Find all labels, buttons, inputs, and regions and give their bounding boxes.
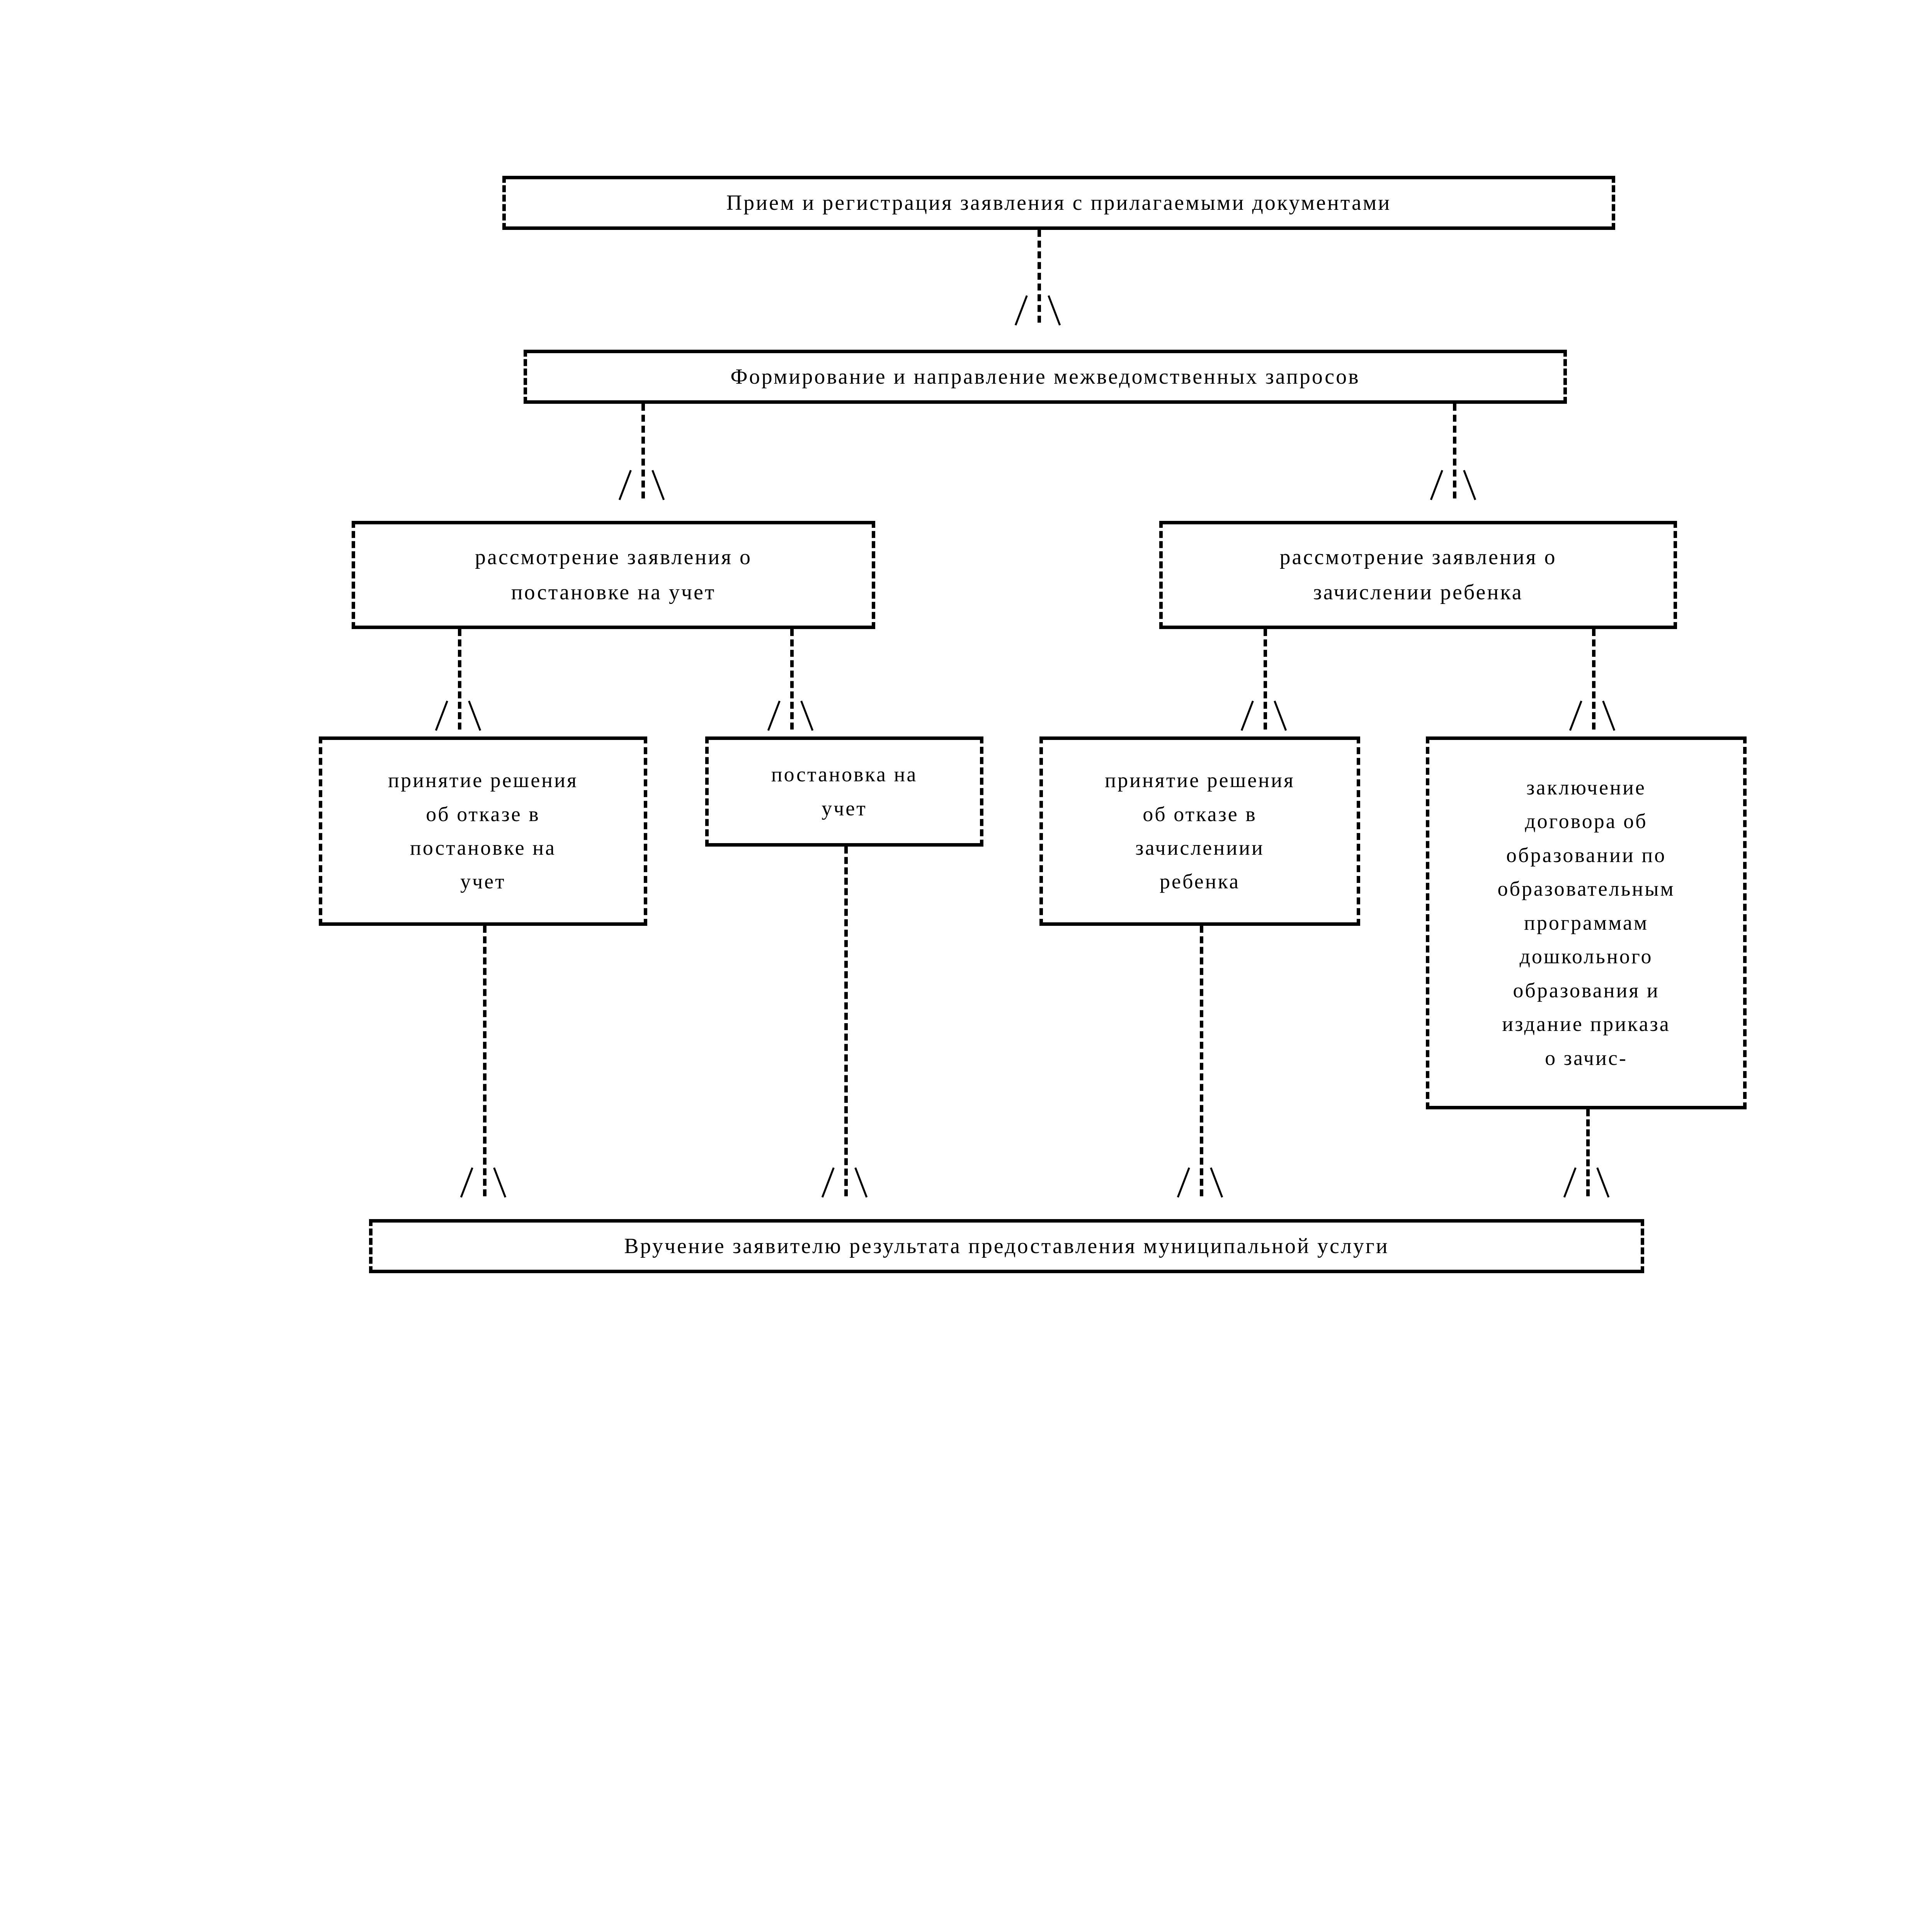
edge-stem [641, 404, 645, 498]
arrowhead-icon [435, 701, 481, 731]
node-deliver-result: Вручение заявителю результата предоставл… [369, 1219, 1644, 1273]
node-refusal-registration: принятие решения об отказе в постановке … [319, 736, 647, 926]
arrowhead-icon [460, 1167, 507, 1198]
arrowhead-icon [1430, 470, 1476, 500]
node-contract-and-order-label: заключение договора об образовании по об… [1497, 776, 1675, 1070]
node-review-registration: рассмотрение заявления о постановке на у… [352, 521, 875, 629]
edge-stem [1264, 629, 1267, 730]
edge-stem [844, 847, 848, 1196]
arrowhead-icon [821, 1167, 868, 1198]
edge-stem [458, 629, 461, 730]
node-refusal-enrollment: принятие решения об отказе в зачислениии… [1039, 736, 1360, 926]
arrowhead-icon [1177, 1167, 1223, 1198]
arrowhead-icon [1569, 701, 1616, 731]
node-intake-label: Прием и регистрация заявления с прилагае… [726, 190, 1391, 215]
edge-stem [1586, 1109, 1590, 1196]
node-review-enrollment-label: рассмотрение заявления о зачислении ребе… [1279, 545, 1557, 604]
node-registration-done-label: постановка на учет [771, 763, 918, 820]
node-review-registration-label: рассмотрение заявления о постановке на у… [475, 545, 752, 604]
edge-stem [790, 629, 794, 730]
edge-stem [1038, 230, 1041, 323]
edge-stem [1592, 629, 1596, 730]
node-deliver-result-label: Вручение заявителю результата предоставл… [624, 1234, 1389, 1258]
node-registration-done: постановка на учет [705, 736, 983, 847]
edge-stem [483, 926, 486, 1196]
node-intake: Прием и регистрация заявления с прилагае… [502, 176, 1615, 230]
arrowhead-icon [1014, 295, 1061, 326]
arrowhead-icon [1563, 1167, 1610, 1198]
node-refusal-enrollment-label: принятие решения об отказе в зачислениии… [1105, 769, 1295, 893]
arrowhead-icon [767, 701, 814, 731]
node-interagency-requests-label: Формирование и направление межведомствен… [730, 364, 1360, 389]
arrowhead-icon [1240, 701, 1287, 731]
node-interagency-requests: Формирование и направление межведомствен… [524, 350, 1567, 404]
node-refusal-registration-label: принятие решения об отказе в постановке … [388, 769, 578, 893]
edge-stem [1200, 926, 1203, 1196]
edge-stem [1453, 404, 1456, 498]
node-contract-and-order: заключение договора об образовании по об… [1426, 736, 1747, 1109]
node-review-enrollment: рассмотрение заявления о зачислении ребе… [1159, 521, 1677, 629]
arrowhead-icon [618, 470, 665, 500]
